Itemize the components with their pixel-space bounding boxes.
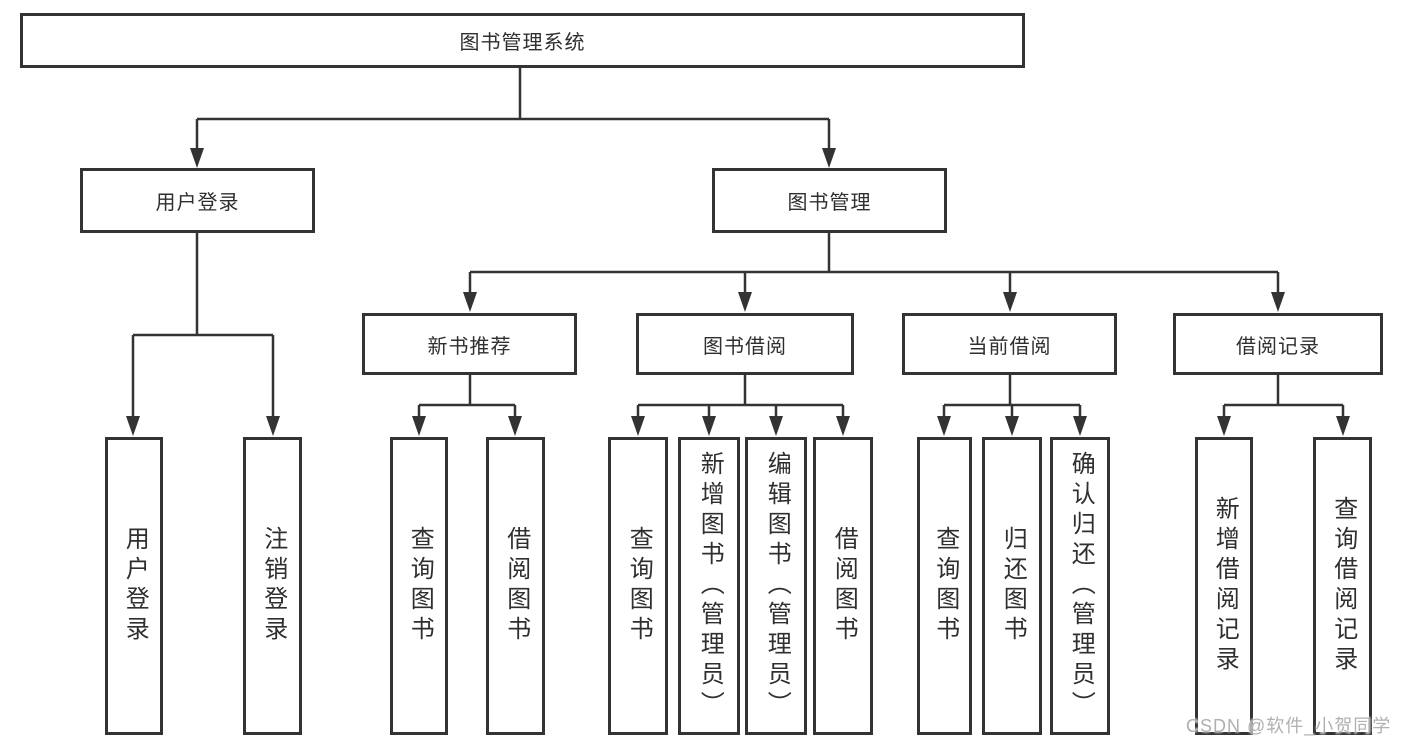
node-current-borrowing-label: 当前借阅	[967, 335, 1052, 358]
leaf-confirm-return-admin-label: 确认归还（管理员）	[1067, 451, 1095, 721]
leaf-logout: 注销登录	[243, 437, 302, 735]
leaf-query-books-current-label: 查询图书	[931, 526, 959, 646]
leaf-query-borrow-record: 查询借阅记录	[1313, 437, 1372, 735]
node-borrowing-records-label: 借阅记录	[1236, 335, 1320, 358]
node-borrowing-records: 借阅记录	[1173, 313, 1383, 375]
leaf-query-books-recommend: 查询图书	[390, 437, 448, 735]
leaf-borrow-books-borrow-label: 借阅图书	[830, 526, 858, 646]
node-user-login: 用户登录	[80, 168, 315, 233]
leaf-return-books: 归还图书	[982, 437, 1042, 735]
tree-edges	[131, 68, 1345, 418]
node-root-label: 图书管理系统	[459, 32, 586, 54]
node-new-book-recommendation: 新书推荐	[362, 313, 577, 375]
leaf-edit-books-admin-label: 编辑图书（管理员）	[763, 451, 791, 721]
leaf-borrow-books-recommend: 借阅图书	[486, 437, 545, 735]
leaf-add-borrow-record-label: 新增借阅记录	[1211, 496, 1239, 676]
leaf-user-login: 用户登录	[105, 437, 163, 735]
node-new-book-recommendation-label: 新书推荐	[427, 335, 512, 358]
node-book-borrowing-label: 图书借阅	[703, 335, 787, 358]
leaf-borrow-books-recommend-label: 借阅图书	[502, 526, 530, 646]
node-current-borrowing: 当前借阅	[902, 313, 1117, 375]
node-book-management: 图书管理	[712, 168, 947, 233]
leaf-logout-label: 注销登录	[259, 526, 287, 646]
leaf-add-books-admin-label: 新增图书（管理员）	[696, 451, 724, 721]
leaf-add-borrow-record: 新增借阅记录	[1195, 437, 1253, 735]
leaf-borrow-books-borrow: 借阅图书	[813, 437, 873, 735]
arrowheads	[126, 148, 1350, 436]
leaf-add-books-admin: 新增图书（管理员）	[678, 437, 740, 735]
node-root: 图书管理系统	[20, 13, 1025, 68]
node-user-login-label: 用户登录	[155, 192, 240, 214]
leaf-user-login-label: 用户登录	[121, 526, 149, 646]
leaf-query-books-borrow-label: 查询图书	[625, 526, 653, 646]
node-book-borrowing: 图书借阅	[636, 313, 854, 375]
node-book-management-label: 图书管理	[787, 192, 872, 214]
leaf-query-borrow-record-label: 查询借阅记录	[1329, 496, 1357, 676]
leaf-query-books-recommend-label: 查询图书	[406, 526, 434, 646]
leaf-query-books-current: 查询图书	[917, 437, 972, 735]
csdn-watermark: CSDN @软件_小贺同学	[1186, 716, 1392, 736]
leaf-confirm-return-admin: 确认归还（管理员）	[1050, 437, 1110, 735]
leaf-query-books-borrow: 查询图书	[608, 437, 668, 735]
leaf-return-books-label: 归还图书	[999, 526, 1027, 646]
leaf-edit-books-admin: 编辑图书（管理员）	[745, 437, 807, 735]
